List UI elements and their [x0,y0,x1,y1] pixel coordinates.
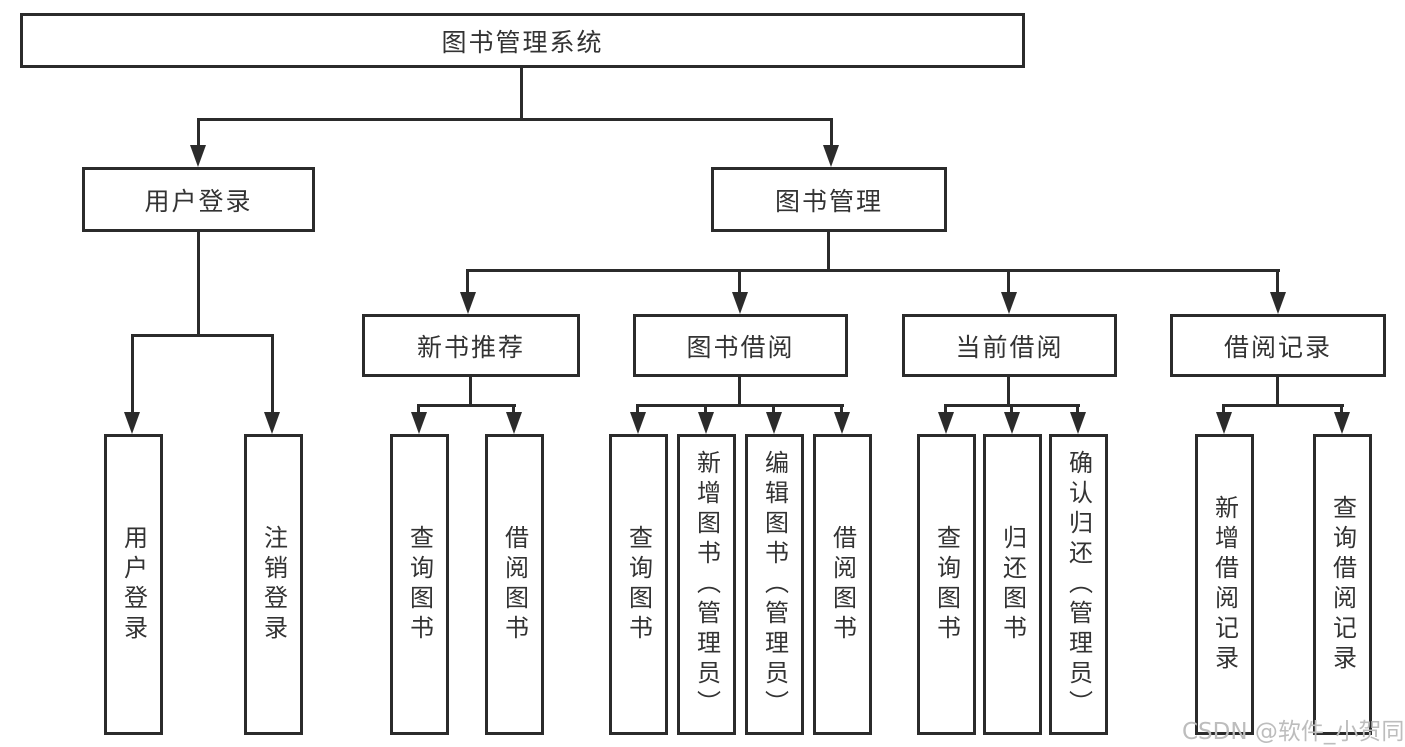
connector-drop [1340,404,1343,412]
leaf-add-borrow-record: 新增借阅记录 [1195,434,1254,735]
connector-drop-book-mgmt [830,118,833,145]
arrowhead-down-icon [1001,292,1017,314]
connector-current-borrow-stem [1007,377,1010,406]
arrowhead-down-icon [1270,292,1286,314]
connector-drop [944,404,947,412]
node-user-login: 用户登录 [82,167,315,232]
connector-drop-borrow-records [1276,269,1279,292]
node-library-system: 图书管理系统 [20,13,1025,68]
connector-drop [1076,404,1079,412]
arrowhead-down-icon [698,412,714,434]
arrowhead-down-icon [834,412,850,434]
arrowhead-down-icon [630,412,646,434]
connector-root-bar [197,118,833,121]
arrowhead-down-icon [766,412,782,434]
arrowhead-down-icon [1216,412,1232,434]
arrowhead-down-icon [411,412,427,434]
node-new-book-recommend: 新书推荐 [362,314,580,377]
leaf-query-books-current: 查询图书 [917,434,976,735]
node-book-borrowing: 图书借阅 [633,314,848,377]
connector-drop-current-borrow [1007,269,1010,292]
leaf-query-books-recommend: 查询图书 [390,434,449,735]
connector-book-borrow-stem [738,377,741,406]
connector-drop-book-borrow [738,269,741,292]
node-current-borrowing: 当前借阅 [902,314,1117,377]
csdn-watermark: CSDN @软件_小贺同学 [1182,719,1405,745]
connector-borrow-records-bar [1222,404,1344,407]
node-book-management: 图书管理 [711,167,947,232]
connector-drop-leaf-logout [271,334,274,412]
connector-drop [417,404,420,412]
connector-book-mgmt-stem [827,232,830,272]
connector-drop [840,404,843,412]
arrowhead-down-icon [1070,412,1086,434]
connector-new-book-rec-stem [469,377,472,406]
arrowhead-down-icon [460,292,476,314]
leaf-borrow-books: 借阅图书 [813,434,872,735]
connector-user-login-stem [197,232,200,336]
connector-drop-new-book-rec [466,269,469,292]
connector-drop-leaf-login [131,334,134,412]
arrowhead-down-icon [124,412,140,434]
arrowhead-down-icon [264,412,280,434]
leaf-user-login: 用户登录 [104,434,163,735]
connector-drop [1010,404,1013,412]
connector-book-borrow-bar [636,404,844,407]
leaf-borrow-books-recommend: 借阅图书 [485,434,544,735]
connector-drop [636,404,639,412]
arrowhead-down-icon [1004,412,1020,434]
arrowhead-down-icon [506,412,522,434]
connector-new-book-rec-bar [417,404,516,407]
arrowhead-down-icon [823,145,839,167]
leaf-return-book: 归还图书 [983,434,1042,735]
leaf-edit-book-admin: 编辑图书（管理员） [745,434,804,735]
arrowhead-down-icon [190,145,206,167]
arrowhead-down-icon [732,292,748,314]
connector-drop [772,404,775,412]
node-borrowing-records: 借阅记录 [1170,314,1386,377]
arrowhead-down-icon [1334,412,1350,434]
leaf-confirm-return-admin: 确认归还（管理员） [1049,434,1108,735]
connector-drop-user-login [197,118,200,145]
connector-root-stem [520,68,523,119]
connector-drop [512,404,515,412]
leaf-add-book-admin: 新增图书（管理员） [677,434,736,735]
arrowhead-down-icon [938,412,954,434]
leaf-logout: 注销登录 [244,434,303,735]
connector-book-mgmt-bar [466,269,1280,272]
leaf-query-books-borrow: 查询图书 [609,434,668,735]
connector-drop [1222,404,1225,412]
connector-drop [704,404,707,412]
leaf-query-borrow-record: 查询借阅记录 [1313,434,1372,735]
connector-borrow-records-stem [1276,377,1279,406]
connector-user-login-bar [131,334,274,337]
